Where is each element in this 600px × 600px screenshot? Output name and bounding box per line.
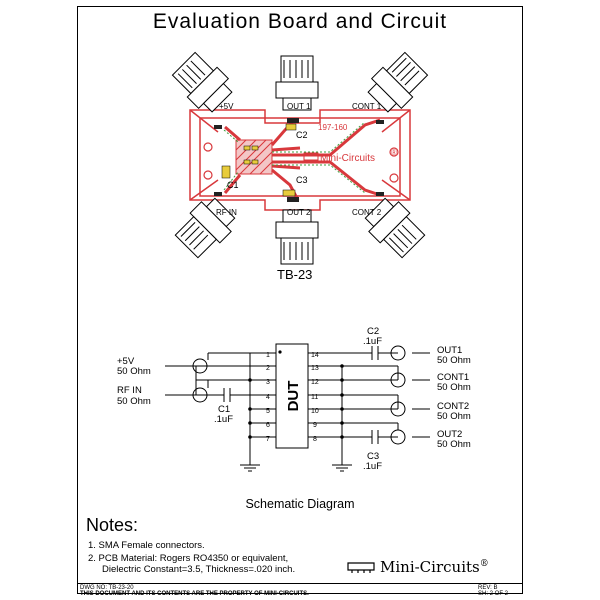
label-c3: C3 (296, 175, 308, 185)
mounting-holes (203, 142, 399, 183)
schem-label-c3-val: .1uF (363, 461, 382, 472)
schem-label-cont1-imp: 50 Ohm (437, 382, 471, 393)
connector-cont1 (367, 51, 429, 113)
connector-out1 (275, 55, 319, 111)
schem-label-cont2-imp: 50 Ohm (437, 411, 471, 422)
pin-left-1: 1 (266, 352, 270, 359)
logo-text: Mini-Circuits® (380, 558, 489, 576)
capacitor-c1 (223, 388, 231, 402)
traces (223, 118, 381, 201)
schem-label-plus5v: +5V (117, 356, 135, 367)
pin-left-7: 7 (266, 436, 270, 443)
pin-right-11: 11 (311, 394, 318, 401)
connector-out2 (275, 209, 319, 265)
schem-label-rfin-imp: 50 Ohm (117, 396, 151, 407)
label-cont1: CONT 1 (352, 102, 382, 111)
capacitor-c3 (371, 430, 379, 444)
schem-label-plus5v-imp: 50 Ohm (117, 366, 151, 377)
dut-right-pins (308, 352, 322, 438)
pin-left-4: 4 (266, 394, 270, 401)
schem-label-out1: OUT1 (437, 345, 462, 356)
footer-sheet: SH: 2 OF 2 (478, 591, 509, 597)
schem-label-out1-imp: 50 Ohm (437, 355, 471, 366)
ground-right (332, 464, 352, 472)
pin-left-6: 6 (266, 422, 270, 429)
coax-cont2 (390, 401, 406, 417)
schematic-caption: Schematic Diagram (245, 497, 355, 511)
pcb-outline (189, 109, 411, 211)
logo-brand: Mini-Circuits (380, 558, 480, 576)
notes-heading: Notes: (86, 515, 139, 535)
logo-mark-icon (347, 562, 375, 573)
schem-label-c1-val: .1uF (214, 414, 233, 425)
schem-label-c3: C3 (367, 451, 379, 462)
component-pads (221, 123, 297, 197)
dut-box (275, 343, 309, 449)
schem-label-cont2: CONT2 (437, 401, 469, 412)
trace-edges (223, 121, 366, 194)
label-board-brand: Mini-Circuits (320, 153, 375, 164)
dut-footprint (235, 139, 273, 175)
board-name: TB-23 (277, 267, 313, 282)
schem-label-cont1: CONT1 (437, 372, 469, 383)
schem-label-rfin: RF IN (117, 385, 142, 396)
connector-rfin (174, 197, 236, 259)
footer-legal: THIS DOCUMENT AND ITS CONTENTS ARE THE P… (80, 591, 309, 597)
label-rfin: RF IN (216, 208, 237, 217)
coax-rfin (192, 387, 208, 403)
schem-label-c1: C1 (218, 404, 230, 415)
page-title: Evaluation Board and Circuit (152, 10, 448, 33)
pin-right-8: 8 (313, 436, 317, 443)
note-2: 2. PCB Material: Rogers RO4350 or equiva… (88, 553, 289, 564)
label-out1: OUT 1 (287, 102, 311, 111)
coax-out1 (390, 345, 406, 361)
pin-left-3: 3 (266, 379, 270, 386)
label-c1: C1 (227, 180, 239, 190)
label-cont2: CONT 2 (352, 208, 382, 217)
pin-right-10: 10 (311, 408, 319, 415)
label-board-reg: ® (391, 148, 397, 157)
drawing-frame (77, 6, 523, 594)
schem-label-out2: OUT2 (437, 429, 462, 440)
note-2-cont: Dielectric Constant=3.5, Thickness=.020 … (102, 564, 296, 575)
pin-right-13: 13 (311, 365, 319, 372)
dut-label: DUT (285, 381, 302, 412)
label-part-number: 197-160 (318, 123, 348, 132)
schem-label-c2: C2 (367, 326, 379, 337)
pin-left-5: 5 (266, 408, 270, 415)
note-1: 1. SMA Female connectors. (88, 540, 205, 551)
footer-dwg: DWG NO: TB-23-20 (80, 585, 134, 591)
ground-left (240, 464, 260, 472)
footer-rule (77, 583, 523, 584)
connector-cont2 (364, 197, 426, 259)
coax-plus5v (192, 358, 208, 374)
label-c2: C2 (296, 130, 308, 140)
junction-dots (248, 350, 344, 439)
dut-left-pins (262, 352, 276, 438)
logo-reg: ® (479, 559, 489, 569)
coax-cont1 (390, 372, 406, 388)
pin-right-12: 12 (311, 379, 319, 386)
left-wiring (165, 352, 262, 465)
schem-label-c2-val: .1uF (363, 336, 382, 347)
connector-plus5v (171, 51, 233, 113)
coax-out2 (390, 429, 406, 445)
pin-left-2: 2 (266, 365, 270, 372)
right-wiring (322, 352, 430, 465)
label-plus5v: +5V (219, 102, 234, 111)
pin-right-14: 14 (311, 352, 319, 359)
capacitor-c2 (371, 346, 379, 360)
label-out2: OUT 2 (287, 208, 311, 217)
board-logo-box (303, 152, 319, 161)
schem-label-out2-imp: 50 Ohm (437, 439, 471, 450)
pin-right-9: 9 (313, 422, 317, 429)
footer-rev: REV: B (478, 585, 498, 591)
edge-pads (214, 118, 384, 202)
